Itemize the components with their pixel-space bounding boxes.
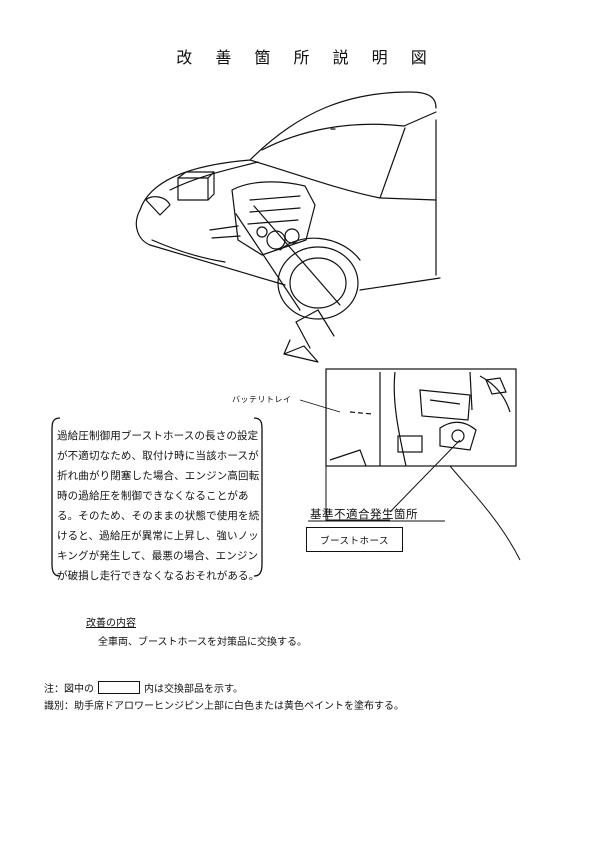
note-line: 注：図中の 内は交換部品を示す。 (44, 680, 243, 695)
identification-note: 識別：助手席ドアロワーヒンジピン上部に白色または黄色ペイントを塗布する。 (44, 701, 404, 712)
improvement-body: 全車両、ブーストホースを対策品に交換する。 (98, 637, 307, 648)
note-suffix: 内は交換部品を示す。 (144, 684, 243, 695)
improvement-heading: 改善の内容 (86, 618, 136, 629)
defect-location-label: 基準不適合発生箇所 (310, 507, 418, 521)
boost-hose-label: ブーストホース (319, 536, 390, 547)
description-line: る。そのため、そのままの状態で使用を続 (57, 510, 260, 522)
callout-bracket (51, 417, 263, 577)
description-line: 折れ曲がり閉塞した場合、エンジン高回転 (57, 470, 260, 482)
replacement-part-box (306, 527, 403, 552)
description-line: が不適切なため、取付け時に当該ホースが (57, 450, 259, 462)
description-line: 過給圧制御用ブーストホースの長さの設定 (57, 430, 259, 442)
page-title: 改 善 箇 所 説 明 図 (176, 48, 436, 67)
defect-description: 過給圧制御用ブーストホースの長さの設定 が不適切なため、取付け時に当該ホースが … (57, 426, 262, 586)
description-line: 時の過給圧を制御できなくなることがあ (57, 490, 249, 502)
battery-tray-label: バッテリトレイ (232, 395, 292, 404)
description-line: けると、過給圧が異常に上昇し、強いノッ (57, 530, 259, 542)
description-line: キングが発生して、最悪の場合、エンジン (57, 550, 259, 562)
note-prefix: 注：図中の (44, 684, 94, 695)
legend-box (98, 681, 140, 694)
description-line: が破損し走行できなくなるおそれがある。 (57, 570, 260, 582)
